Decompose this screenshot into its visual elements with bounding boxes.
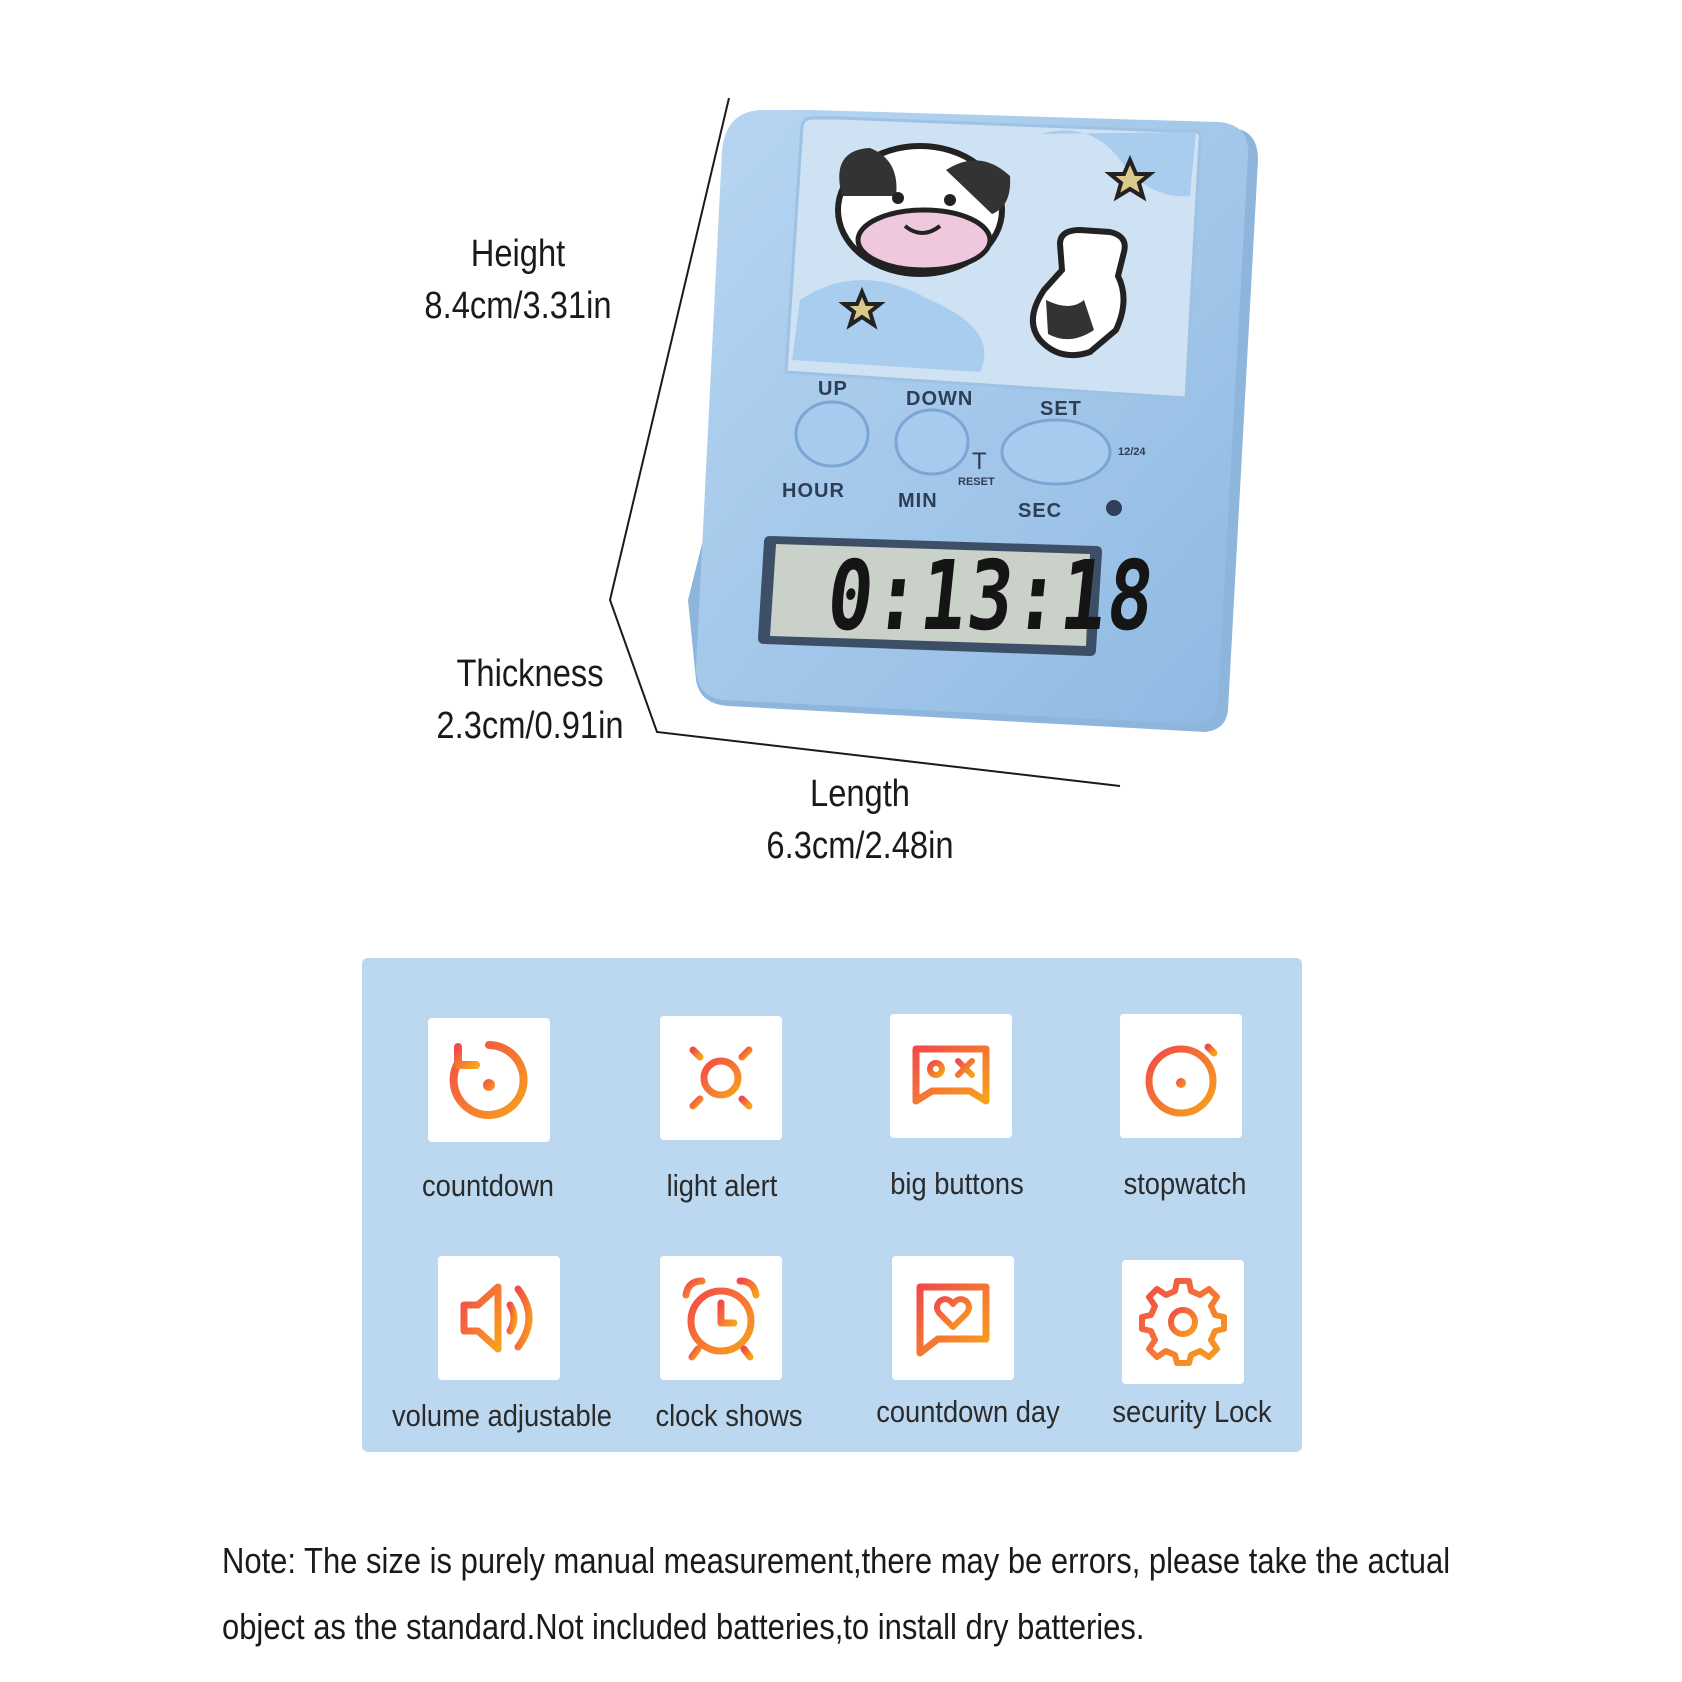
feature-label-big-buttons: big buttons [890,1166,1024,1201]
sec-label: SEC [1018,500,1063,522]
down-min-button[interactable] [894,408,970,476]
lcd-screen [770,544,1090,646]
set-sec-button[interactable] [1000,418,1112,486]
up-hour-button[interactable] [794,400,870,468]
note-text: Note: The size is purely manual measurem… [222,1528,1495,1660]
gear-icon [1139,1278,1227,1366]
lcd-time: 0:13:18 [822,540,1161,652]
feature-tile-countdown [428,1018,550,1142]
indicator-light [1106,500,1122,516]
milk-bottle-icon [1030,226,1128,358]
feature-panel: countdown light alert big buttons stopwa… [362,958,1302,1452]
countdown-icon [449,1041,528,1119]
feature-label-countdown: countdown [422,1168,554,1203]
heart-message-icon [916,1283,990,1357]
feature-label-volume: volume adjustable [392,1398,612,1433]
speaker-icon [460,1283,533,1353]
feature-label-stopwatch: stopwatch [1123,1166,1247,1201]
thickness-title: Thickness [456,653,604,695]
star-icon [1104,154,1156,202]
up-label: UP [818,378,848,400]
feature-label-security-lock: security Lock [1112,1394,1272,1429]
feature-label-countdown-day: countdown day [876,1394,1060,1429]
feature-tile-light-alert [660,1016,782,1140]
set-label: SET [1040,398,1082,420]
feature-tile-countdown-day [892,1256,1014,1380]
sun-icon [678,1035,764,1121]
feature-tile-volume [438,1256,560,1380]
hour-label: HOUR [782,480,845,502]
height-value: 8.4cm/3.31in [424,285,612,327]
length-value: 6.3cm/2.48in [766,825,954,867]
t-label: T [972,448,988,475]
feature-label-light-alert: light alert [666,1168,778,1203]
feature-label-clock-shows: clock shows [655,1398,803,1433]
length-title: Length [810,773,910,815]
gamepad-icon [912,1045,990,1105]
alarm-clock-icon [682,1277,760,1361]
thickness-value: 2.3cm/0.91in [436,705,624,747]
thickness-label: Thickness 2.3cm/0.91in [418,648,642,752]
stopwatch-icon [1145,1035,1218,1117]
min-label: MIN [898,490,938,512]
feature-tile-stopwatch [1120,1014,1242,1138]
mode-label: 12/24 [1118,446,1146,458]
feature-tile-security-lock [1122,1260,1244,1384]
length-label: Length 6.3cm/2.48in [748,768,972,872]
note-line-2: object as the standard.Not included batt… [222,1606,1145,1647]
feature-tile-clock-shows [660,1256,782,1380]
height-title: Height [470,233,566,275]
down-label: DOWN [906,388,974,410]
height-label: Height 8.4cm/3.31in [406,228,630,332]
feature-tile-big-buttons [890,1014,1012,1138]
star-icon [838,286,886,330]
note-line-1: Note: The size is purely manual measurem… [222,1540,1451,1581]
reset-label: RESET [958,476,995,488]
cow-face-icon [835,143,1011,277]
